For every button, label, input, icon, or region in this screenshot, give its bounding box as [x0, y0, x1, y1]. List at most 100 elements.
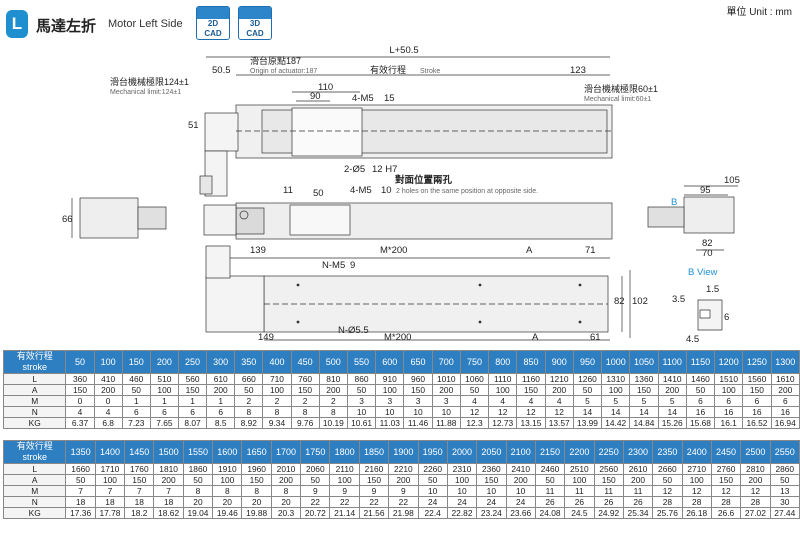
variant-badge: L [6, 10, 28, 38]
stroke-label-en: Stroke [420, 68, 440, 75]
table-cell: 2010 [270, 463, 302, 475]
table-cell: 7.23 [121, 417, 151, 429]
dim-61: 61 [590, 332, 601, 343]
dim-total-length: L+50.5 [389, 45, 418, 56]
table-cell: 910 [375, 373, 405, 385]
table-cell: 100 [329, 474, 360, 486]
stroke-value: 650 [403, 350, 433, 374]
table-cell: 9.76 [290, 417, 320, 429]
table-cell: 200 [740, 474, 771, 486]
dim-139: 139 [250, 245, 266, 256]
table-cell: 27.02 [740, 507, 771, 519]
table-cell: 14 [657, 406, 687, 418]
table-cell: 2660 [652, 463, 683, 475]
table-cell: 15.68 [685, 417, 716, 429]
table-cell: 19.46 [212, 507, 243, 519]
table-cell: 16.52 [742, 417, 772, 429]
table-cell: 6 [177, 406, 208, 418]
table-cell: 2710 [681, 463, 712, 475]
stroke-value: 300 [206, 350, 236, 374]
table-cell: 7 [65, 485, 96, 497]
table-cell: 150 [241, 474, 272, 486]
table-cell: 12 [516, 406, 546, 418]
dim-4-5: 4.5 [686, 334, 699, 345]
stroke-value: 1900 [388, 440, 419, 464]
cad-2d-button[interactable]: 2D CAD [196, 6, 230, 40]
stroke-value: 1700 [270, 440, 302, 464]
table-cell: 150 [358, 474, 390, 486]
dim-102: 102 [632, 296, 648, 307]
table-cell: 22 [329, 496, 360, 508]
page-header: L 馬達左折 Motor Left Side 2D CAD 3D CAD 單位 … [0, 0, 800, 44]
table-cell: 12 [652, 485, 683, 497]
dim-105: 105 [724, 175, 740, 186]
table-cell: 28 [710, 496, 742, 508]
table-cell: 13.99 [572, 417, 603, 429]
dim-95: 95 [700, 185, 711, 196]
table-cell: 7.65 [149, 417, 179, 429]
table-cell: 8 [234, 406, 264, 418]
table-cell: 50 [65, 474, 96, 486]
table-cell: 200 [544, 384, 574, 396]
stroke-value: 400 [262, 350, 292, 374]
row-label: M [2, 395, 67, 407]
table-cell: 460 [121, 373, 151, 385]
table-cell: 410 [93, 373, 123, 385]
table-cell: 24 [417, 496, 448, 508]
table-cell: 100 [714, 384, 744, 396]
table-cell: 9 [300, 485, 331, 497]
table-cell: 16 [714, 406, 744, 418]
table-cell: 200 [153, 474, 184, 486]
table-cell: 100 [212, 474, 243, 486]
nm5-hole-depth: 9 [350, 260, 355, 271]
stroke-value: 200 [149, 350, 179, 374]
stroke-value: 100 [93, 350, 123, 374]
cad-3d-button[interactable]: 3D CAD [238, 6, 272, 40]
table-cell: 2560 [593, 463, 624, 475]
row-label: N [2, 496, 67, 508]
table-cell: 23.24 [476, 507, 507, 519]
table-cell: 560 [177, 373, 208, 385]
table-cell: 24.92 [593, 507, 624, 519]
page-title: 馬達左折 [36, 18, 97, 35]
table-cell: 8 [290, 406, 320, 418]
table-cell: 21.14 [329, 507, 360, 519]
table-cell: 18 [94, 496, 126, 508]
stroke-value: 800 [488, 350, 518, 374]
table-cell: 0 [65, 395, 95, 407]
stroke-value: 350 [234, 350, 264, 374]
table-cell: 20 [241, 496, 272, 508]
stroke-value: 750 [459, 350, 490, 374]
table-cell: 1260 [572, 373, 603, 385]
dim-71: 71 [585, 245, 596, 256]
table-cell: 28 [652, 496, 683, 508]
mech-limit-right-cn: 滑台機械極限60±1 [584, 83, 658, 94]
table-cell: 200 [505, 474, 536, 486]
stroke-value: 500 [318, 350, 348, 374]
table-cell: 2360 [476, 463, 507, 475]
table-cell: 16.1 [714, 417, 744, 429]
stroke-value: 1400 [94, 440, 126, 464]
table-cell: 20.3 [270, 507, 302, 519]
table-cell: 16 [742, 406, 772, 418]
table-cell: 12 [710, 485, 742, 497]
table-cell: 50 [572, 384, 603, 396]
table-cell: 1 [121, 395, 151, 407]
table-cell: 5 [657, 395, 687, 407]
stroke-value: 2100 [505, 440, 536, 464]
table-cell: 18 [153, 496, 184, 508]
stroke-value: 1550 [182, 440, 214, 464]
table-cell: 2760 [710, 463, 742, 475]
stroke-value: 1000 [601, 350, 631, 374]
table-cell: 10 [446, 485, 478, 497]
b-view-marker: B [671, 197, 677, 208]
table-cell: 2210 [388, 463, 419, 475]
table-cell: 100 [446, 474, 478, 486]
stroke-value: 150 [121, 350, 151, 374]
row-label: A [2, 384, 67, 396]
row-label: L [2, 373, 67, 385]
